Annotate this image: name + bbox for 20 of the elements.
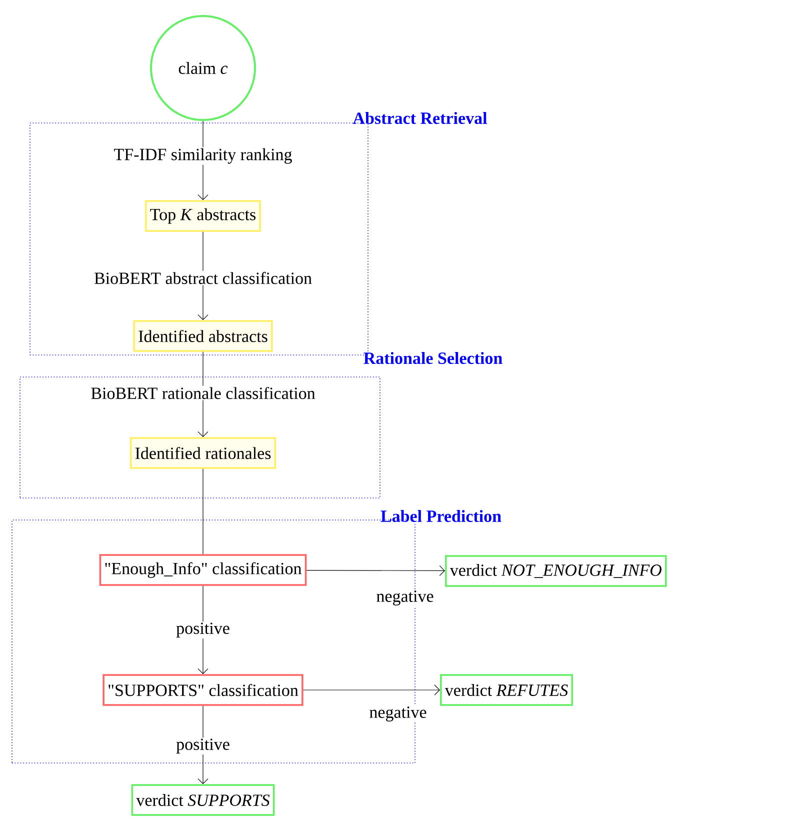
process-box: Identified rationales — [130, 437, 276, 469]
edge-label: TF-IDF similarity ranking — [112, 147, 294, 165]
arrow — [306, 565, 445, 576]
verdict-box: verdict SUPPORTS — [131, 784, 275, 816]
verdict-box: verdict NOT_ENOUGH_INFO — [445, 555, 667, 587]
edge-label: positive — [175, 622, 231, 638]
edge-label: positive — [175, 738, 231, 754]
process-box: Identified abstracts — [133, 320, 273, 352]
arrow — [303, 684, 440, 696]
process-box: Top K abstracts — [144, 200, 262, 232]
node-label: Abstract Retrieval — [352, 112, 487, 124]
edge-label: BioBERT abstract classification — [92, 270, 314, 286]
edge-label: negative — [368, 706, 428, 722]
node-label: Rationale Selection — [364, 352, 502, 364]
edge-label: negative — [375, 590, 435, 606]
node-label: Label Prediction — [380, 510, 502, 522]
classifier-box: "Enough_Info" classification — [99, 554, 307, 586]
edge-label: BioBERT rationale classification — [90, 386, 316, 400]
classifier-box: "SUPPORTS" classification — [102, 674, 304, 706]
verdict-box: verdict REFUTES — [440, 674, 574, 706]
